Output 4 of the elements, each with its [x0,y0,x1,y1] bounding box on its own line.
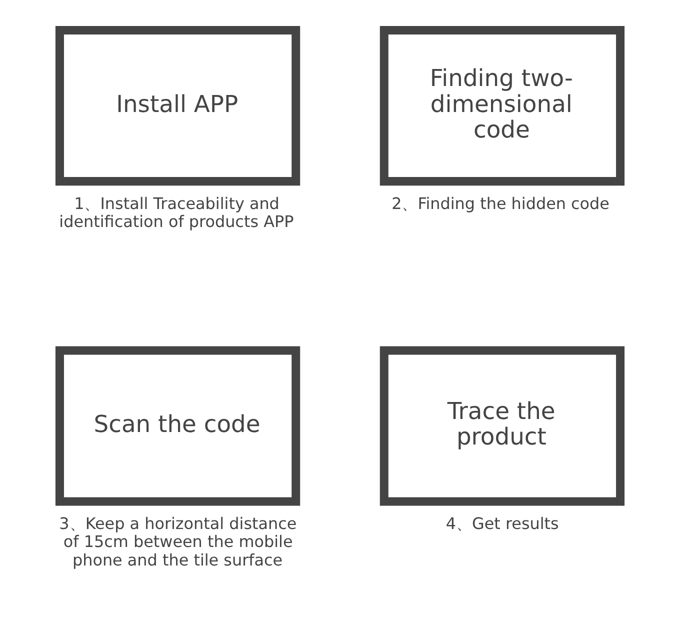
node-label: 4、Get results [446,514,559,533]
node-label: 3、Keep a horizontal distance of 15cm between the mobile phone and the tile surface [59,514,297,569]
node-label: 1、Install Traceability and identification of products APP [59,193,294,231]
node-label: 2、Finding the hidden code [392,193,610,212]
